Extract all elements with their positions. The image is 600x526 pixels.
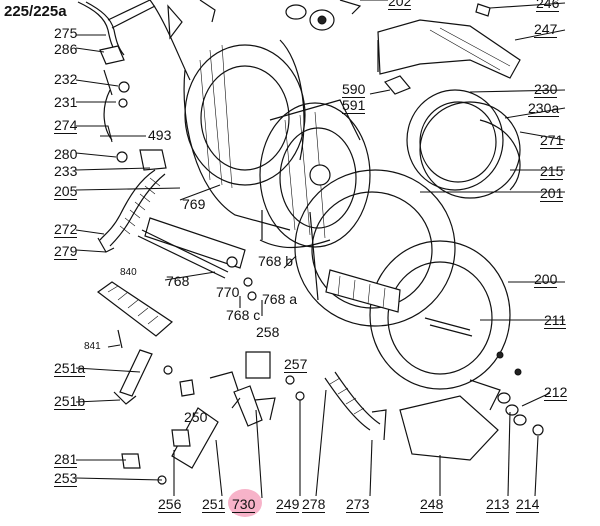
door-seal-drawing: [406, 89, 521, 199]
label-273: 273: [346, 496, 370, 513]
label-286: 286: [54, 41, 78, 57]
label-257: 257: [284, 356, 308, 373]
label-201: 201: [540, 185, 564, 202]
label-591: 591: [342, 97, 366, 114]
label-280: 280: [54, 146, 78, 162]
label-768c: 768 c: [226, 307, 261, 323]
label-253: 253: [54, 470, 78, 487]
tub-rear-drawing: [259, 99, 371, 249]
label-251: 251: [202, 496, 226, 513]
label-231: 231: [54, 94, 78, 110]
label-841: 841: [84, 341, 101, 352]
label-232: 232: [54, 71, 78, 87]
label-769: 769: [182, 196, 206, 212]
filter-840-drawing: [96, 281, 173, 337]
label-215: 215: [540, 163, 564, 180]
label-275: 275: [54, 25, 78, 41]
label-281: 281: [54, 451, 78, 468]
label-230a: 230a: [528, 100, 560, 117]
label-768: 768: [166, 273, 190, 289]
label-258: 258: [256, 324, 280, 340]
label-200: 200: [534, 271, 558, 288]
label-230: 230: [534, 81, 558, 98]
label-212: 212: [544, 384, 568, 401]
label-768a: 768 a: [262, 291, 298, 307]
label-590: 590: [342, 81, 366, 98]
label-279: 279: [54, 243, 78, 260]
label-246: 246: [536, 0, 560, 12]
label-251b: 251b: [54, 393, 86, 410]
top-small-parts-drawing: [285, 0, 521, 95]
label-205: 205: [54, 183, 78, 200]
model-label: 225/225a: [4, 3, 67, 20]
label-272: 272: [54, 221, 78, 238]
label-249: 249: [276, 496, 300, 513]
label-247: 247: [534, 21, 558, 38]
label-840: 840: [120, 267, 137, 278]
pump-parts-drawing: [113, 329, 305, 485]
front-tub-drawing: [294, 169, 522, 390]
left-small-parts-drawing: [99, 45, 167, 171]
label-278: 278: [302, 496, 326, 513]
label-770: 770: [216, 284, 240, 300]
drain-hose-drawing: [324, 371, 387, 441]
suspension-bracket-drawing: [137, 210, 263, 301]
label-248: 248: [420, 496, 444, 513]
label-250: 250: [184, 409, 208, 425]
label-274: 274: [54, 117, 78, 134]
label-271: 271: [540, 132, 564, 149]
label-730: 730: [232, 496, 256, 513]
drum-drawing: [149, 0, 306, 231]
bracket-248-drawing: [399, 379, 544, 461]
label-493: 493: [148, 127, 172, 143]
label-214: 214: [516, 496, 540, 513]
sump-hose-drawing: [97, 169, 166, 253]
label-202: 202: [388, 0, 412, 10]
label-233: 233: [54, 163, 78, 179]
label-211: 211: [544, 312, 567, 329]
label-768b: 768 b: [258, 253, 294, 269]
label-251a: 251a: [54, 360, 86, 377]
label-213: 213: [486, 496, 510, 513]
label-256: 256: [158, 496, 182, 513]
leader-lines: [75, 0, 566, 499]
